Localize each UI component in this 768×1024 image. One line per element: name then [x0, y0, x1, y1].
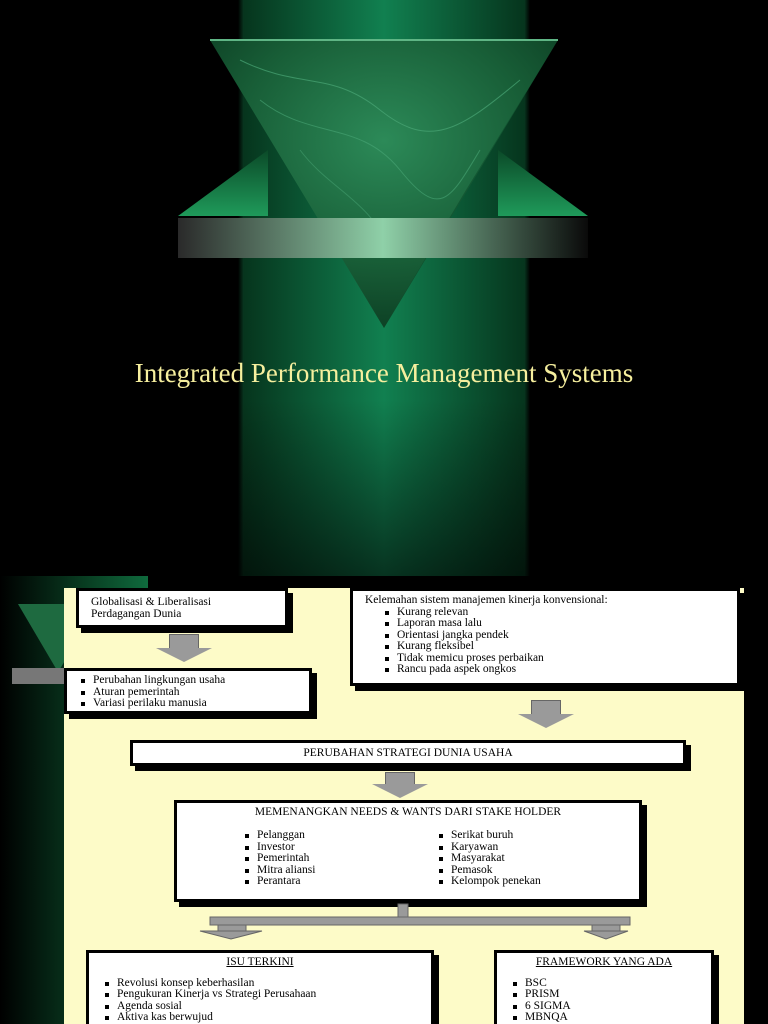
- stakeholder-left-item: Mitra aliansi: [239, 864, 419, 877]
- splitter-connector: [199, 903, 631, 940]
- down-arrow: [156, 634, 212, 664]
- stakeholder-box: MEMENANGKAN NEEDS & WANTS DARI STAKE HOL…: [174, 800, 642, 902]
- left-wing: [178, 150, 268, 216]
- stakeholder-right-item: Karyawan: [433, 841, 623, 854]
- framework-item: 6 SIGMA: [507, 1000, 701, 1013]
- down-arrow: [372, 772, 428, 800]
- changes-box: Perubahan lingkungan usaha Aturan pemeri…: [64, 668, 312, 714]
- framework-item: MBNQA: [507, 1011, 701, 1024]
- framework-item: BSC: [507, 977, 701, 990]
- triangle-emblem: [178, 39, 588, 328]
- globalisation-line-1: Globalisasi & Liberalisasi: [91, 596, 212, 608]
- issues-box: ISU TERKINI Revolusi konsep keberhasilan…: [86, 950, 434, 1024]
- globalisation-line-2: Perdagangan Dunia: [91, 607, 182, 620]
- weakness-heading: Kelemahan sistem manajemen kinerja konve…: [365, 594, 608, 606]
- stakeholder-right-item: Kelompok penekan: [433, 875, 623, 888]
- changes-item: Aturan pemerintah: [75, 686, 301, 699]
- framework-item: PRISM: [507, 988, 701, 1001]
- issues-item: Pengukuran Kinerja vs Strategi Perusahaa…: [99, 988, 421, 1001]
- title-slide: Integrated Performance Management System…: [0, 0, 768, 576]
- globalisation-box: Globalisasi & Liberalisasi Perdagangan D…: [76, 588, 288, 628]
- slide-title: Integrated Performance Management System…: [134, 358, 634, 388]
- stakeholder-heading: MEMENANGKAN NEEDS & WANTS DARI STAKE HOL…: [254, 806, 562, 818]
- stakeholder-left-item: Pelanggan: [239, 829, 419, 842]
- weakness-box: Kelemahan sistem manajemen kinerja konve…: [350, 588, 740, 686]
- weakness-item: Orientasi jangka pendek: [379, 629, 725, 642]
- weakness-item: Kurang relevan: [379, 606, 725, 619]
- stakeholder-left-item: Pemerintah: [239, 852, 419, 865]
- triangle-top-face: [210, 40, 558, 328]
- right-wing: [498, 150, 588, 216]
- stakeholder-right-item: Pemasok: [433, 864, 623, 877]
- stakeholder-right-item: Serikat buruh: [433, 829, 623, 842]
- horizontal-bar: [178, 218, 588, 258]
- changes-item: Perubahan lingkungan usaha: [75, 674, 301, 687]
- weakness-item: Laporan masa lalu: [379, 617, 725, 630]
- strategy-heading: PERUBAHAN STRATEGI DUNIA USAHA: [303, 747, 513, 759]
- strategy-box: PERUBAHAN STRATEGI DUNIA USAHA: [130, 740, 686, 766]
- bottom-fade: [0, 400, 768, 576]
- stakeholder-left-item: Perantara: [239, 875, 419, 888]
- framework-heading: FRAMEWORK YANG ADA: [535, 956, 673, 968]
- weakness-item: Rancu pada aspek ongkos: [379, 663, 725, 676]
- issues-item: Agenda sosial: [99, 1000, 421, 1013]
- issues-item: Revolusi konsep keberhasilan: [99, 977, 421, 990]
- issues-heading: ISU TERKINI: [226, 956, 294, 968]
- changes-item: Variasi perilaku manusia: [75, 697, 301, 710]
- stakeholder-right-item: Masyarakat: [433, 852, 623, 865]
- issues-item: Aktiva kas berwujud: [99, 1011, 421, 1024]
- weakness-item: Tidak memicu proses perbaikan: [379, 652, 725, 665]
- down-arrow: [518, 700, 574, 730]
- framework-box: FRAMEWORK YANG ADA BSC PRISM 6 SIGMA MBN…: [494, 950, 714, 1024]
- diagram-slide: Globalisasi & Liberalisasi Perdagangan D…: [0, 576, 768, 1024]
- stakeholder-left-item: Investor: [239, 841, 419, 854]
- weakness-item: Kurang fleksibel: [379, 640, 725, 653]
